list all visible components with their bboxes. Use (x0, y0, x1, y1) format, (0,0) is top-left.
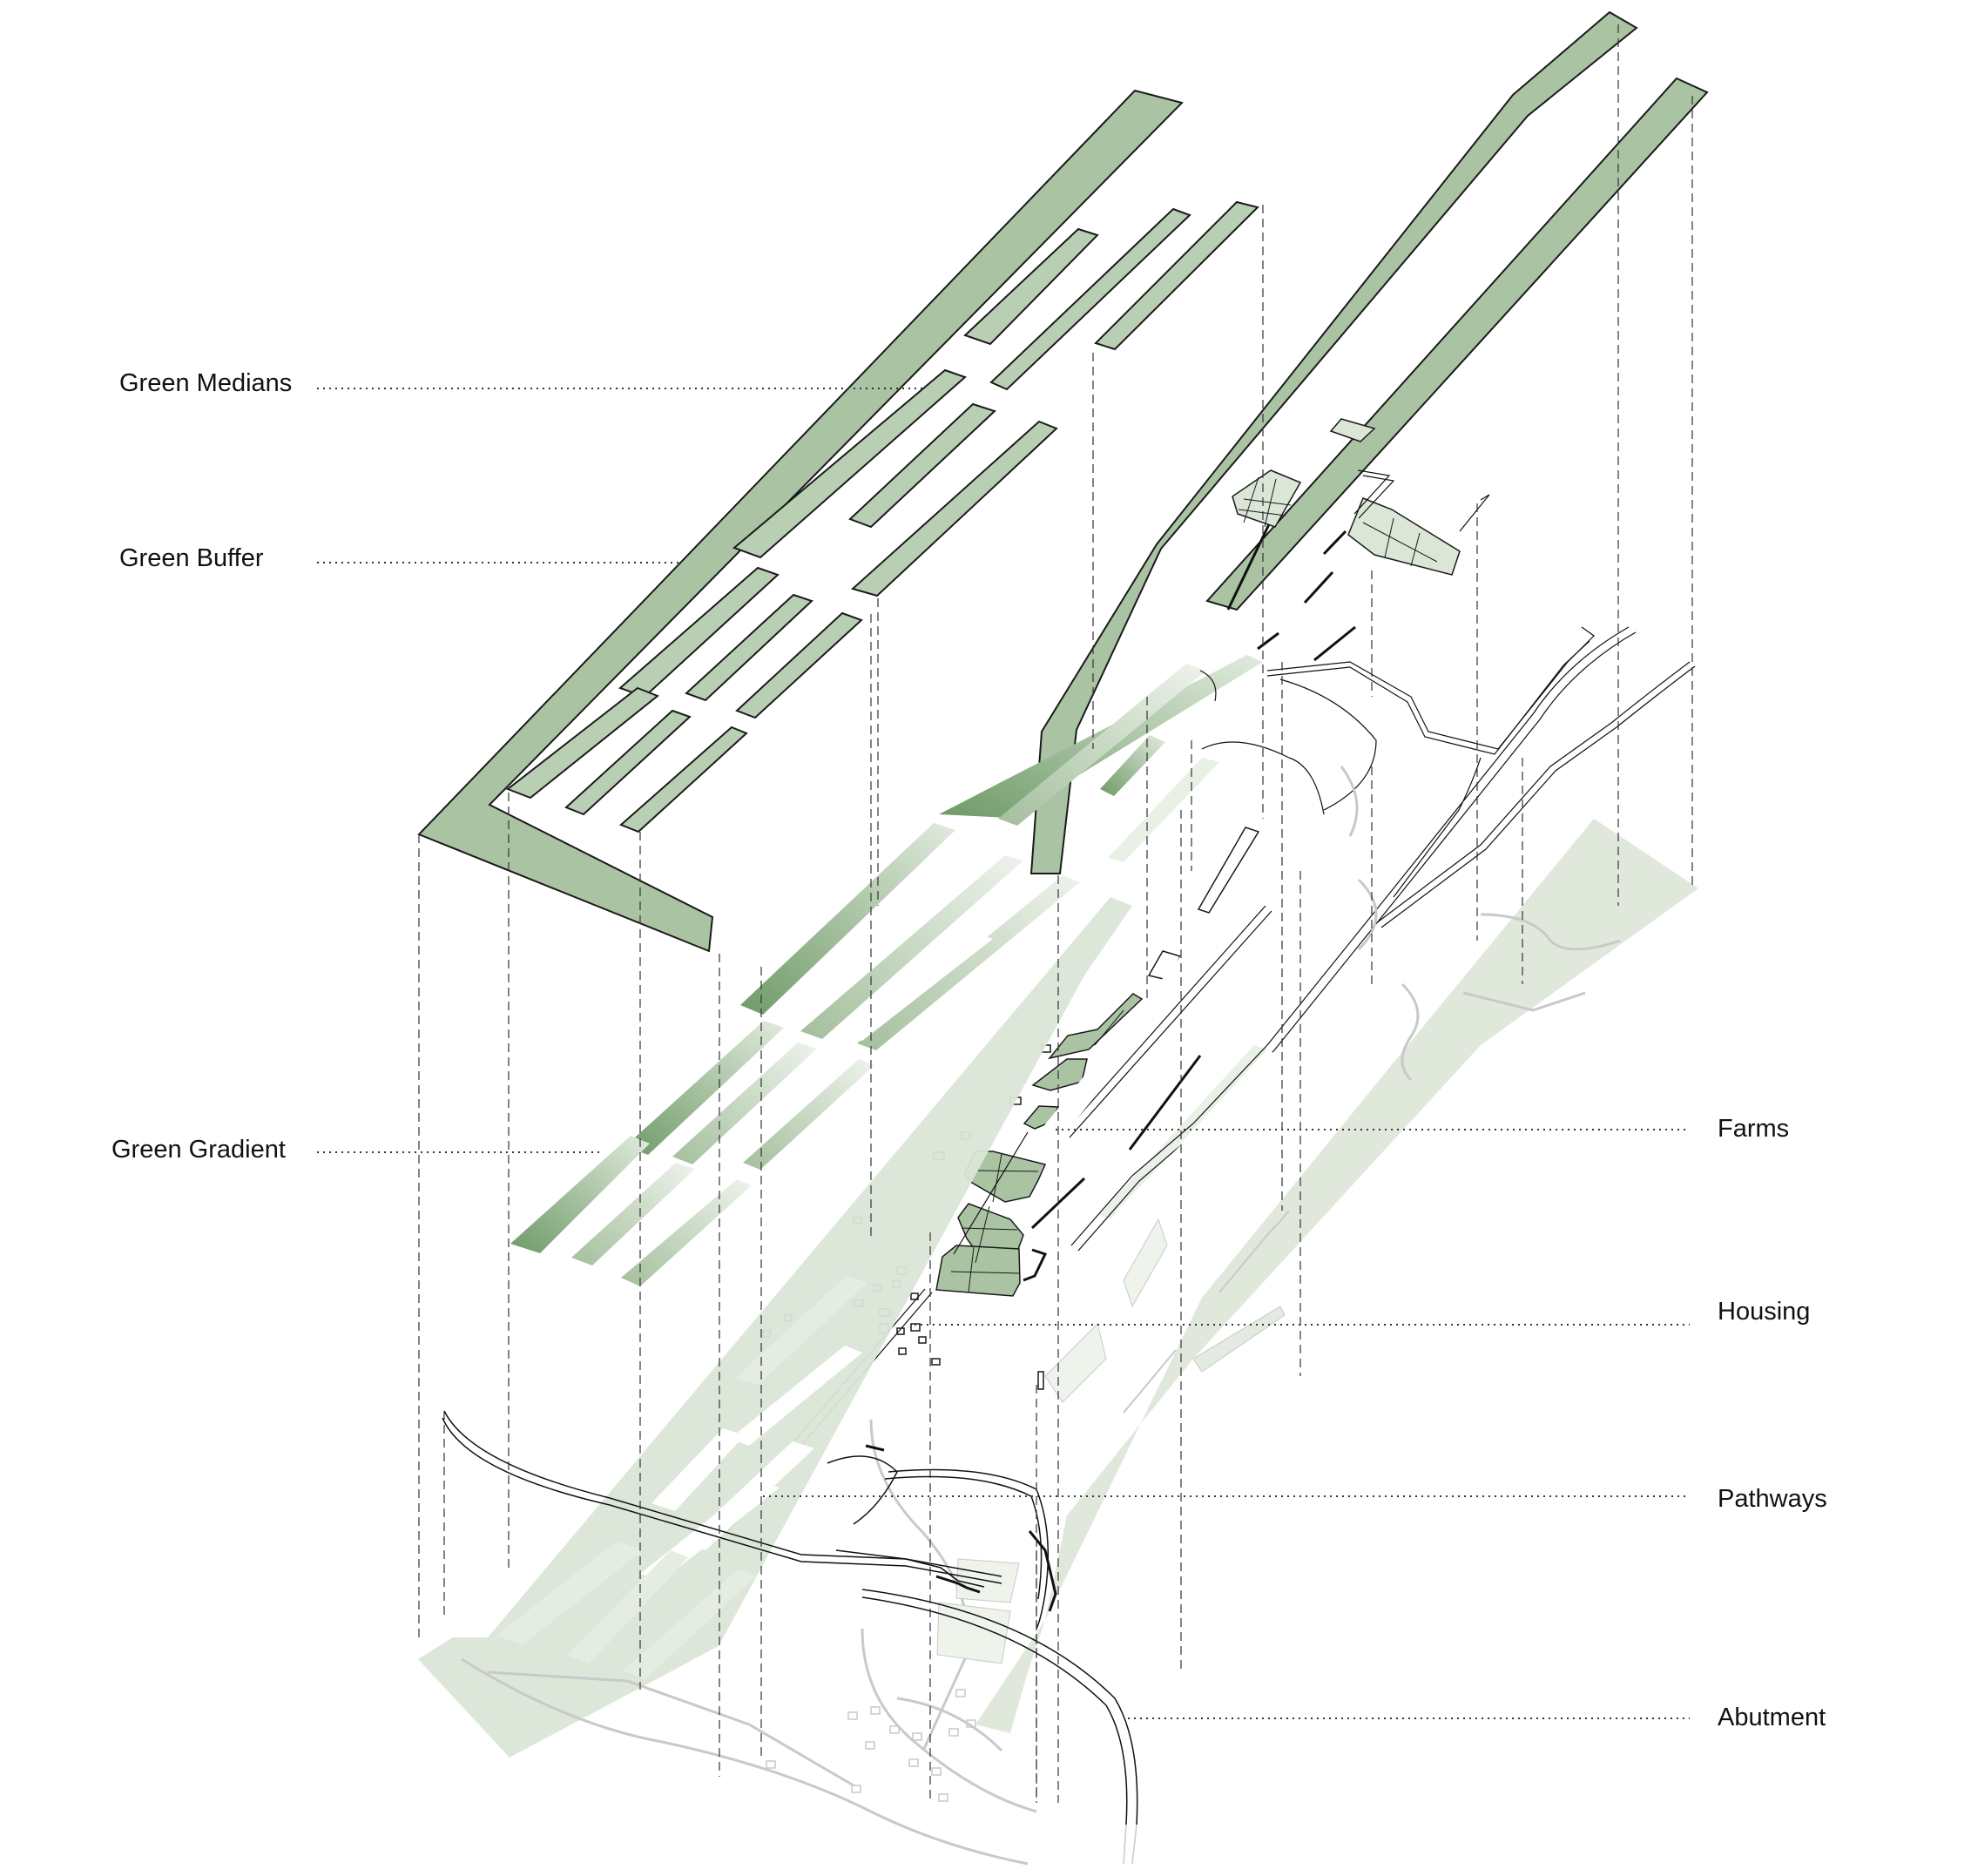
gradient-strip-4 (740, 823, 955, 1015)
green-buffer-strip-outer (1029, 10, 1638, 874)
green-gradient-layer (510, 655, 1263, 1286)
label-pathways: Pathways (1718, 1485, 1827, 1513)
ground-plane-east (975, 819, 1698, 1733)
gradient-strip-7 (625, 1021, 784, 1155)
gradient-strip-5 (800, 855, 1023, 1039)
gradient-strip-10 (510, 1136, 650, 1253)
gradient-strip-11 (571, 1163, 695, 1265)
abutment-layer (418, 766, 1698, 1866)
projection-lines (418, 24, 1693, 1803)
gradient-strip-3 (1100, 735, 1165, 796)
label-green-buffer: Green Buffer (119, 544, 264, 572)
gradient-strip-8 (672, 1043, 817, 1164)
label-green-medians: Green Medians (119, 369, 293, 397)
leader-lines (317, 388, 1690, 1719)
stepped-edge (1123, 1210, 1290, 1414)
pathway-grid-block (1232, 418, 1461, 576)
base-small-buildings (766, 1689, 976, 1802)
abutment-ramp (861, 1589, 1138, 1825)
abutment-ramp-fade (1123, 1824, 1137, 1865)
pathway-road-lines (1070, 469, 1696, 1252)
green-medians-strips (505, 200, 1259, 833)
base-dark-roads (442, 1410, 1050, 1630)
green-buffer-strip-inner (1205, 77, 1709, 611)
farms-grid-lines (950, 1009, 1124, 1293)
label-abutment: Abutment (1718, 1704, 1826, 1731)
gradient-strip-2 (998, 664, 1206, 826)
gradient-strip-6 (857, 875, 1080, 1050)
ground-plane-main (418, 897, 1132, 1758)
farms-cluster (935, 993, 1144, 1297)
base-grey-roads (461, 766, 1621, 1866)
green-medians-layer (417, 89, 1259, 953)
pathways-layer (1070, 418, 1696, 1252)
label-green-gradient: Green Gradient (111, 1136, 286, 1164)
label-housing: Housing (1718, 1298, 1811, 1326)
gradient-strip-9 (743, 1059, 874, 1170)
label-farms: Farms (1718, 1115, 1790, 1143)
